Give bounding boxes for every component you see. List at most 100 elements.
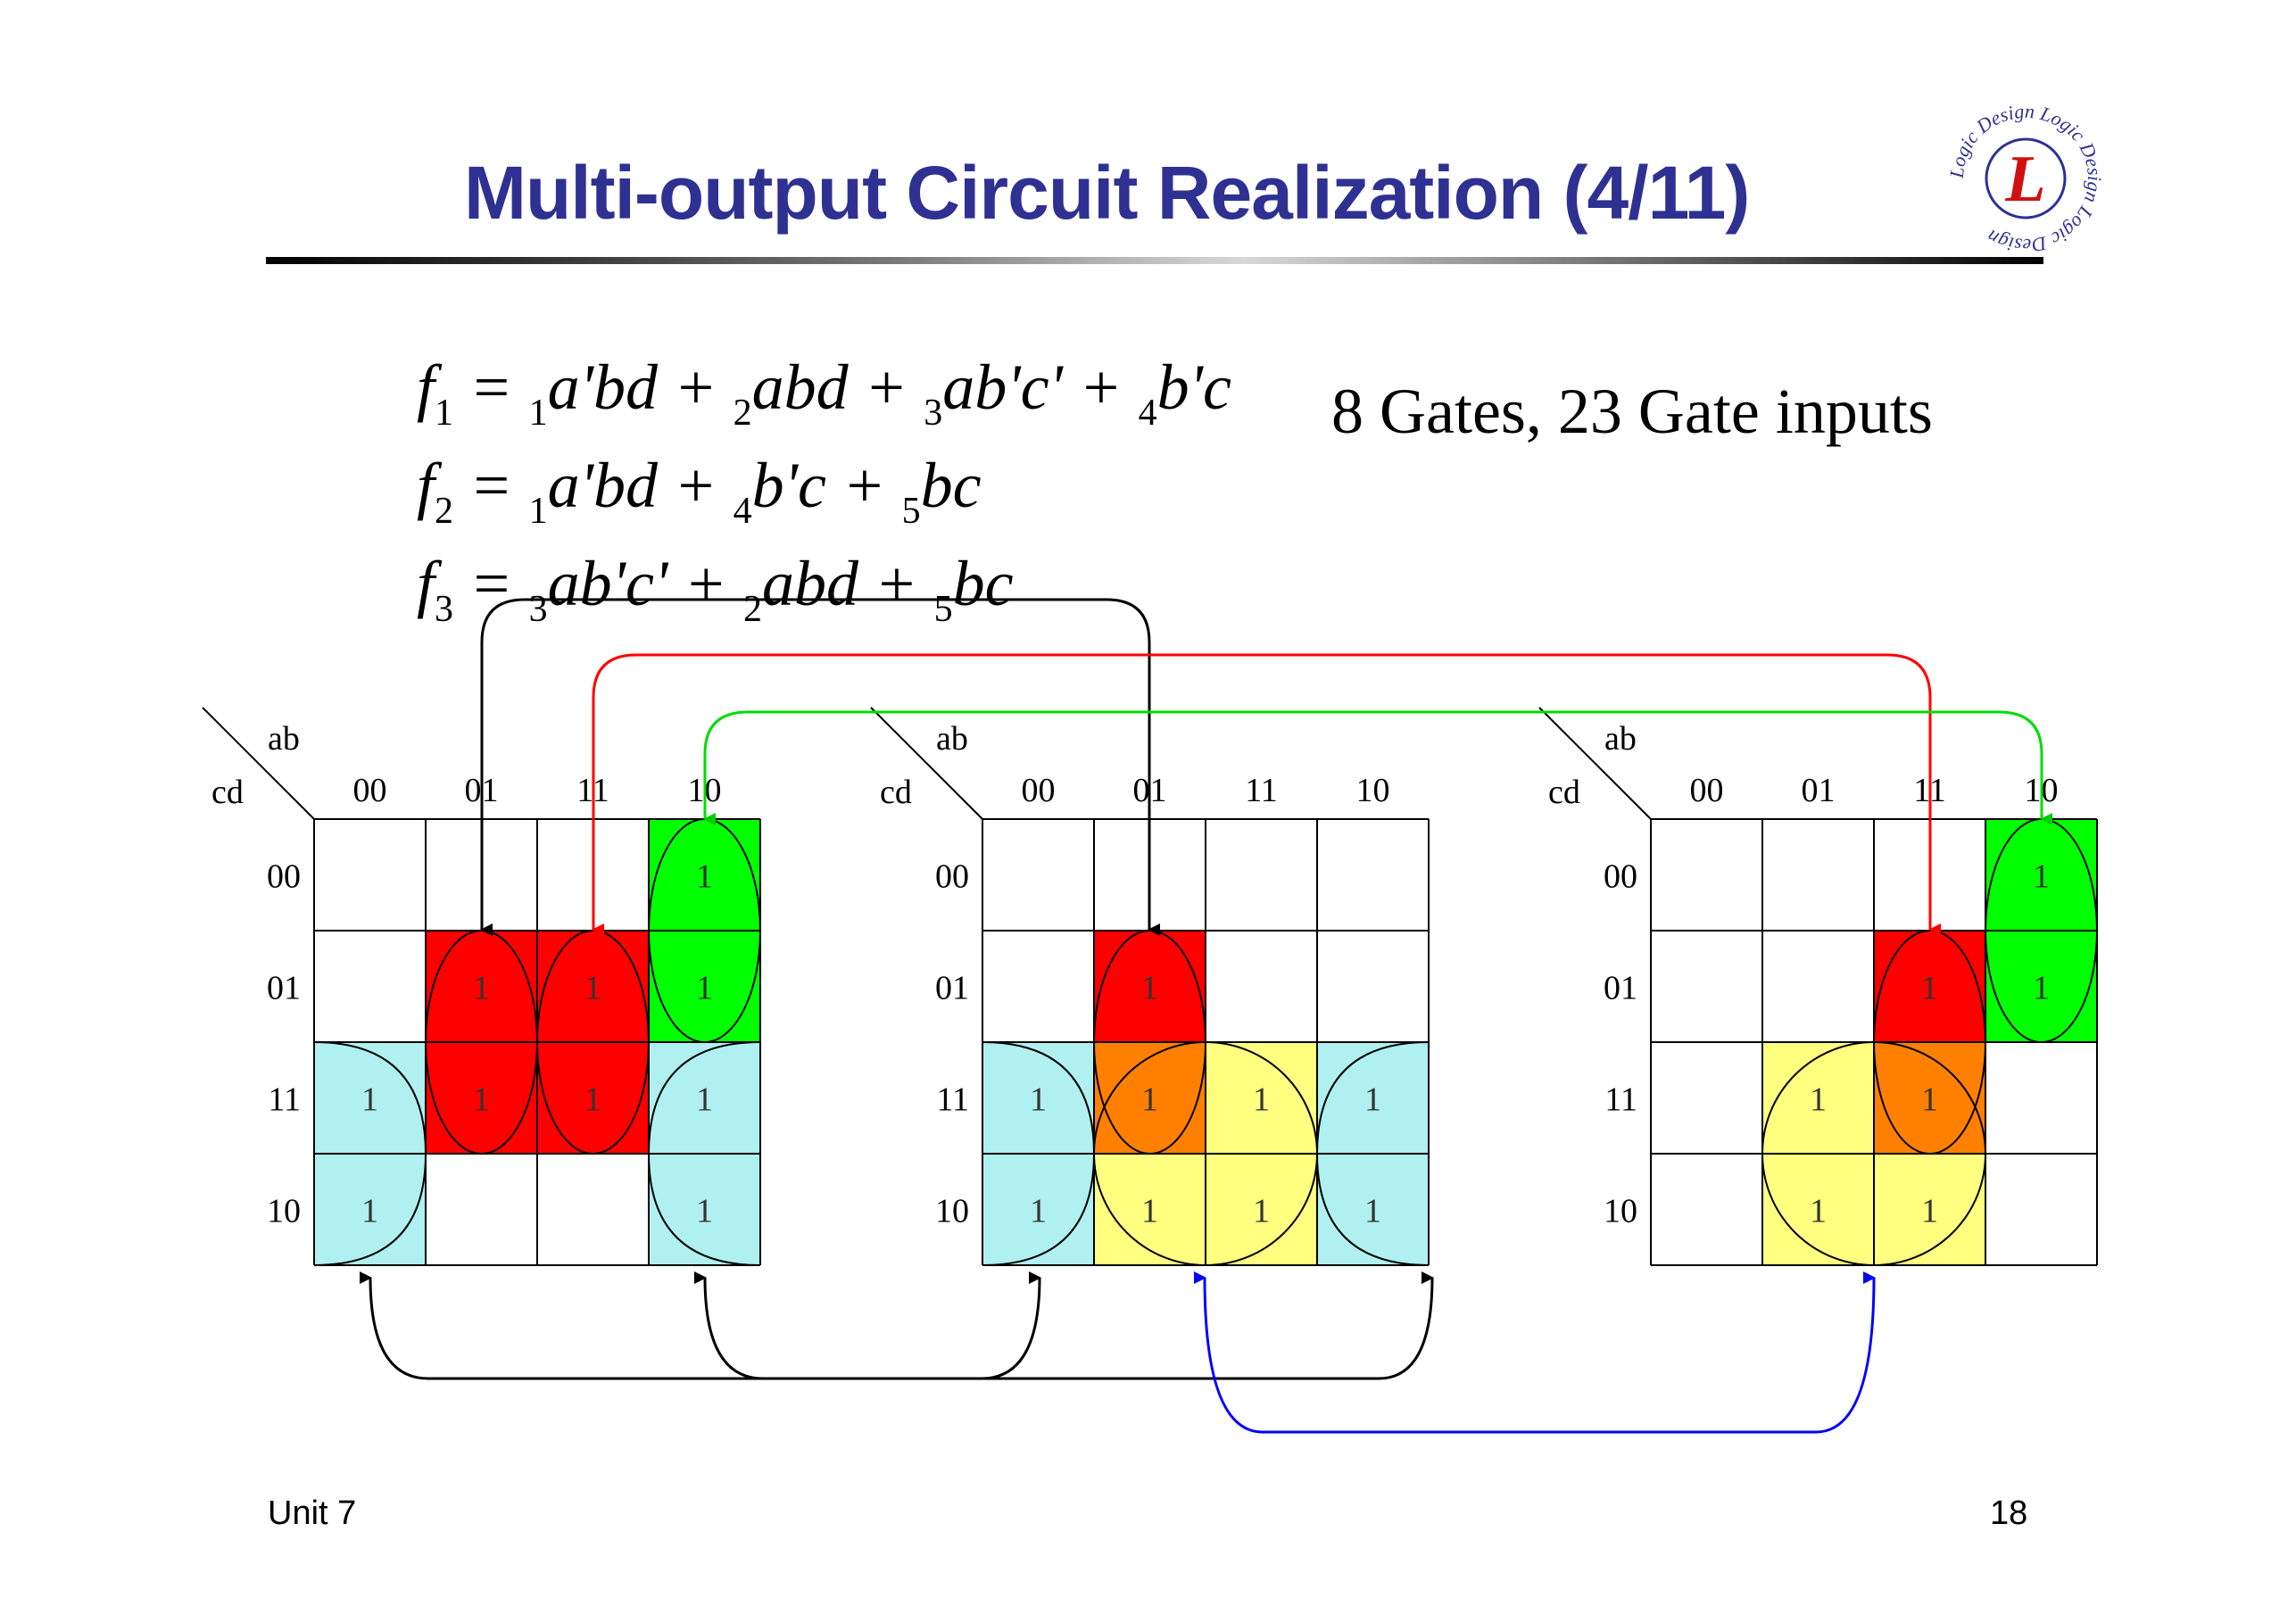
kmap-cell-value: 1: [1364, 1193, 1381, 1230]
kmap-cell-fill: [1094, 1154, 1206, 1265]
kmap-cell-value: 1: [1253, 1081, 1270, 1119]
kmap-cell-value: 1: [1141, 1193, 1158, 1230]
kmap-cell-fill: [314, 1042, 426, 1154]
kmap-row-var: cd: [1548, 774, 1580, 811]
kmap-cell-fill: [1874, 1042, 1985, 1154]
kmap-cell-fill: [1762, 1042, 1874, 1154]
kmap-cell-value: 1: [1030, 1193, 1047, 1230]
kmap-wrap-loop: [647, 1041, 761, 1266]
kmap-cell-fill: [426, 931, 537, 1042]
kmap-cell-fill: [1874, 931, 1985, 1042]
kmap-wrap-loop: [313, 1041, 427, 1266]
kmap-cell-fill: [537, 931, 649, 1042]
kmap-cell-value: 1: [1253, 1193, 1270, 1230]
kmap-row-label: 11: [1604, 1081, 1637, 1119]
kmap-row-label: 10: [1604, 1193, 1637, 1230]
kmap-row-var: cd: [211, 774, 244, 811]
kmap-col-label: 01: [1802, 772, 1836, 809]
kmap-row-label: 11: [268, 1081, 301, 1119]
kmap-col-label: 00: [353, 772, 387, 809]
gate-count-note: 8 Gates, 23 Gate inputs: [1331, 376, 1933, 447]
kmap-cell-value: 1: [2033, 858, 2050, 896]
kmap-cell-fill: [1762, 1154, 1874, 1265]
kmap-cell-fill: [649, 1154, 760, 1265]
kmap-cell-fill: [1206, 1154, 1317, 1265]
kmap-cell-fill: [982, 1154, 1094, 1265]
kmap-cell-fill: [1317, 1042, 1429, 1154]
kmap-cell-fill: [1317, 1154, 1429, 1265]
title-divider: [266, 257, 2043, 264]
kmap-cell-value: 1: [1810, 1193, 1827, 1230]
connector-term-4: [359, 1271, 1434, 1380]
kmap-row-label: 00: [935, 858, 969, 896]
kmap-row-var: cd: [880, 774, 912, 811]
kmap-col-var: ab: [936, 720, 968, 758]
kmap-cell-fill: [1985, 931, 2097, 1042]
kmap-cell-value: 1: [361, 1193, 378, 1230]
kmap-wrap-loop: [1315, 1041, 1430, 1266]
connector-term-4c: [981, 1271, 1041, 1380]
kmap-cell-fill: [1094, 1042, 1206, 1154]
connector-term-5: [1193, 1271, 1876, 1434]
kmap-corner-diagonal: [1538, 707, 1652, 820]
kmap-col-label: 00: [1022, 772, 1056, 809]
kmap-row-label: 11: [936, 1081, 969, 1119]
kmap-row-label: 10: [935, 1193, 969, 1230]
connector-term-2: [592, 653, 1941, 936]
kmap-col-label: 10: [1356, 772, 1390, 809]
connector-term-1: [480, 598, 1160, 936]
kmap-wrap-loop: [982, 1041, 1096, 1266]
kmap-cell-value: 1: [1141, 970, 1158, 1007]
kmap-cell-fill: [1206, 1042, 1317, 1154]
kmap-cell-value: 1: [473, 970, 490, 1007]
logo-letter: L: [2004, 143, 2045, 216]
kmap-col-var: ab: [1604, 720, 1637, 758]
kmap-cell-value: 1: [696, 970, 713, 1007]
kmap-corner-diagonal: [870, 707, 983, 820]
kmap-cell-fill: [649, 1042, 760, 1154]
footer-unit: Unit 7: [268, 1495, 357, 1532]
kmap-cell-value: 1: [1810, 1081, 1827, 1119]
kmap-row-label: 01: [1604, 970, 1637, 1007]
kmap-cell-value: 1: [1030, 1081, 1047, 1119]
kmap-row-label: 10: [267, 1193, 301, 1230]
kmap-cell-value: 1: [584, 970, 601, 1007]
kmap-cell-value: 1: [1921, 1193, 1938, 1230]
kmap-row-label: 00: [267, 858, 301, 896]
connector-term-4b: [693, 1271, 764, 1380]
equation-f1: f1 = 1a'bd + 2abd + 3ab'c' + 4b'c: [417, 352, 1231, 434]
equation-f2: f2 = 1a'bd + 4b'c + 5bc: [417, 450, 982, 532]
slide-title: Multi-output Circuit Realization (4/11): [464, 151, 1750, 235]
kmap-group-loop: [1761, 1041, 1986, 1266]
kmap-cell-value: 1: [1921, 970, 1938, 1007]
kmap-cell-value: 1: [696, 858, 713, 896]
kmap-cell-value: 1: [361, 1081, 378, 1119]
kmap-cell-value: 1: [1141, 1081, 1158, 1119]
kmap-col-var: ab: [268, 720, 300, 758]
kmap-cell-fill: [1985, 819, 2097, 931]
kmap-cell-fill: [314, 1154, 426, 1265]
kmap-cell-value: 1: [2033, 970, 2050, 1007]
kmap-row-label: 00: [1604, 858, 1637, 896]
kmap-col-label: 11: [1245, 772, 1278, 809]
connector-term-3: [703, 710, 2052, 825]
kmap-cell-fill: [649, 931, 760, 1042]
kmap-row-label: 01: [935, 970, 969, 1007]
kmap-cell-fill: [1874, 1154, 1985, 1265]
kmap-cell-value: 1: [696, 1081, 713, 1119]
kmap-cell-value: 1: [473, 1081, 490, 1119]
kmap-row-label: 01: [267, 970, 301, 1007]
kmap-cell-value: 1: [696, 1193, 713, 1230]
kmap-cell-fill: [1094, 931, 1206, 1042]
kmap-cell-fill: [426, 1042, 537, 1154]
kmap-cell-fill: [537, 1042, 649, 1154]
kmap-cell-value: 1: [1921, 1081, 1938, 1119]
logic-design-logo-icon: Logic Design Logic Design Logic Design L: [1945, 103, 2106, 254]
kmap-cell-value: 1: [584, 1081, 601, 1119]
kmap-cell-fill: [649, 819, 760, 931]
kmap-cell-fill: [982, 1042, 1094, 1154]
footer-page-number: 18: [1990, 1495, 2028, 1532]
